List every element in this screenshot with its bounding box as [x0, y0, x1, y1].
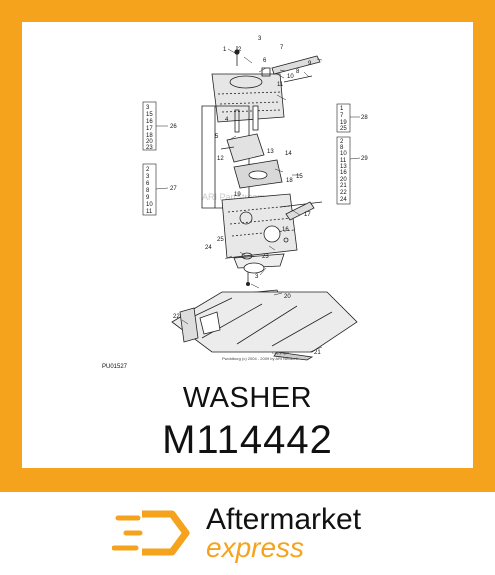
ref-box-27-item: 8	[146, 188, 150, 194]
callout-13: 13	[267, 149, 274, 155]
ref-box-27: 27 2 3 6 8 9 10 11	[142, 163, 177, 216]
ref-box-29-item: 11	[340, 158, 347, 164]
copyright-line-1: Copyright	[272, 350, 290, 355]
callout-2: 2	[238, 47, 242, 53]
callout-22: 22	[173, 314, 180, 320]
ref-box-26-item: 18	[146, 133, 153, 139]
part-number: M114442	[162, 418, 333, 462]
ref-box-28-item: 19	[340, 120, 347, 126]
callout-17: 17	[304, 212, 311, 218]
callout-3: 3	[258, 36, 262, 42]
ref-box-29-item: 24	[340, 197, 347, 203]
callout-5: 5	[215, 134, 219, 140]
ref-box-27-label: 27	[170, 186, 177, 192]
ref-box-29-label: 29	[361, 156, 368, 162]
ref-box-27-item: 6	[146, 181, 150, 187]
carb-main-body	[221, 193, 323, 269]
ref-box-29-item: 13	[340, 164, 347, 170]
ref-box-26-item: 17	[146, 126, 153, 132]
callout-25: 25	[217, 237, 224, 243]
ref-box-27-item: 9	[146, 195, 150, 201]
copyright-line-2: Pwoldburg (c) 2004 - 2009 by ARI Network	[222, 356, 298, 361]
carb-top-assembly	[211, 46, 321, 131]
ref-box-26-item: 23	[146, 145, 153, 151]
ref-box-27-item: 3	[146, 174, 150, 180]
ref-box-29-item: 8	[340, 145, 344, 151]
product-name: WASHER	[182, 382, 313, 414]
callout-11: 11	[277, 82, 284, 88]
callout-14: 14	[285, 151, 292, 157]
ref-box-26-item: 15	[146, 112, 153, 118]
callout-7: 7	[280, 45, 284, 51]
parts-diagram: ARI PartStream	[22, 22, 473, 382]
brand-name: Aftermarket	[206, 503, 362, 536]
callout-21: 21	[314, 350, 321, 356]
callout-20: 20	[284, 294, 291, 300]
callout-8: 8	[296, 69, 300, 75]
callout-16: 16	[282, 227, 289, 233]
ref-box-26-item: 3	[146, 105, 150, 111]
callout-9: 9	[308, 61, 312, 67]
ref-box-27-item: 11	[146, 209, 153, 215]
ref-box-26-item: 20	[146, 139, 153, 145]
callout-23: 23	[262, 254, 269, 260]
ref-box-29-item: 16	[340, 170, 347, 176]
ref-box-28-item: 7	[340, 113, 344, 119]
ref-box-29: 29 2 8 10 11 13 16 20 21 22 24	[336, 136, 368, 205]
callout-1: 1	[223, 47, 227, 53]
ref-box-28-item: 25	[340, 126, 347, 132]
ref-box-29-item: 21	[340, 183, 347, 189]
ref-box-27-item: 10	[146, 202, 153, 208]
ref-box-26-label: 26	[170, 124, 177, 130]
callout-3-lower: 3	[255, 274, 259, 280]
ref-box-28-label: 28	[361, 115, 368, 121]
callout-labels: 1 2 3 4 5 6 7 8 9 10 11 12 13 14 15 16 1…	[173, 36, 321, 356]
ref-box-29-item: 10	[340, 151, 347, 157]
figure-code: PU01527	[102, 364, 128, 370]
brand-tagline: express	[206, 532, 305, 563]
ref-box-29-item: 2	[340, 139, 344, 145]
ref-box-26: 26 3 15 16 17 18 20 23	[142, 101, 177, 151]
product-card: ARI PartStream	[22, 22, 473, 468]
ref-box-29-item: 22	[340, 190, 347, 196]
gasket-insert-box	[201, 105, 283, 209]
watermark: ARI PartStream	[202, 192, 265, 202]
callout-leaders	[181, 48, 323, 353]
ref-box-29-item: 20	[340, 177, 347, 183]
callout-15: 15	[296, 174, 303, 180]
intake-manifold	[171, 291, 358, 361]
ref-box-27-item: 2	[146, 167, 150, 173]
ref-box-28-item: 1	[340, 106, 344, 112]
callout-24: 24	[205, 245, 212, 251]
ref-box-26-item: 16	[146, 119, 153, 125]
callout-18: 18	[286, 178, 293, 184]
callout-19: 19	[234, 192, 241, 198]
float-bowl	[241, 252, 265, 286]
callout-6: 6	[263, 58, 267, 64]
aftermarket-express-logo-icon	[112, 510, 190, 556]
callout-4: 4	[225, 117, 229, 123]
callout-12: 12	[217, 156, 224, 162]
ref-box-28: 28 1 7 19 25	[336, 103, 368, 133]
callout-10: 10	[287, 74, 294, 80]
exploded-view-diagram: ARI PartStream	[102, 36, 368, 370]
